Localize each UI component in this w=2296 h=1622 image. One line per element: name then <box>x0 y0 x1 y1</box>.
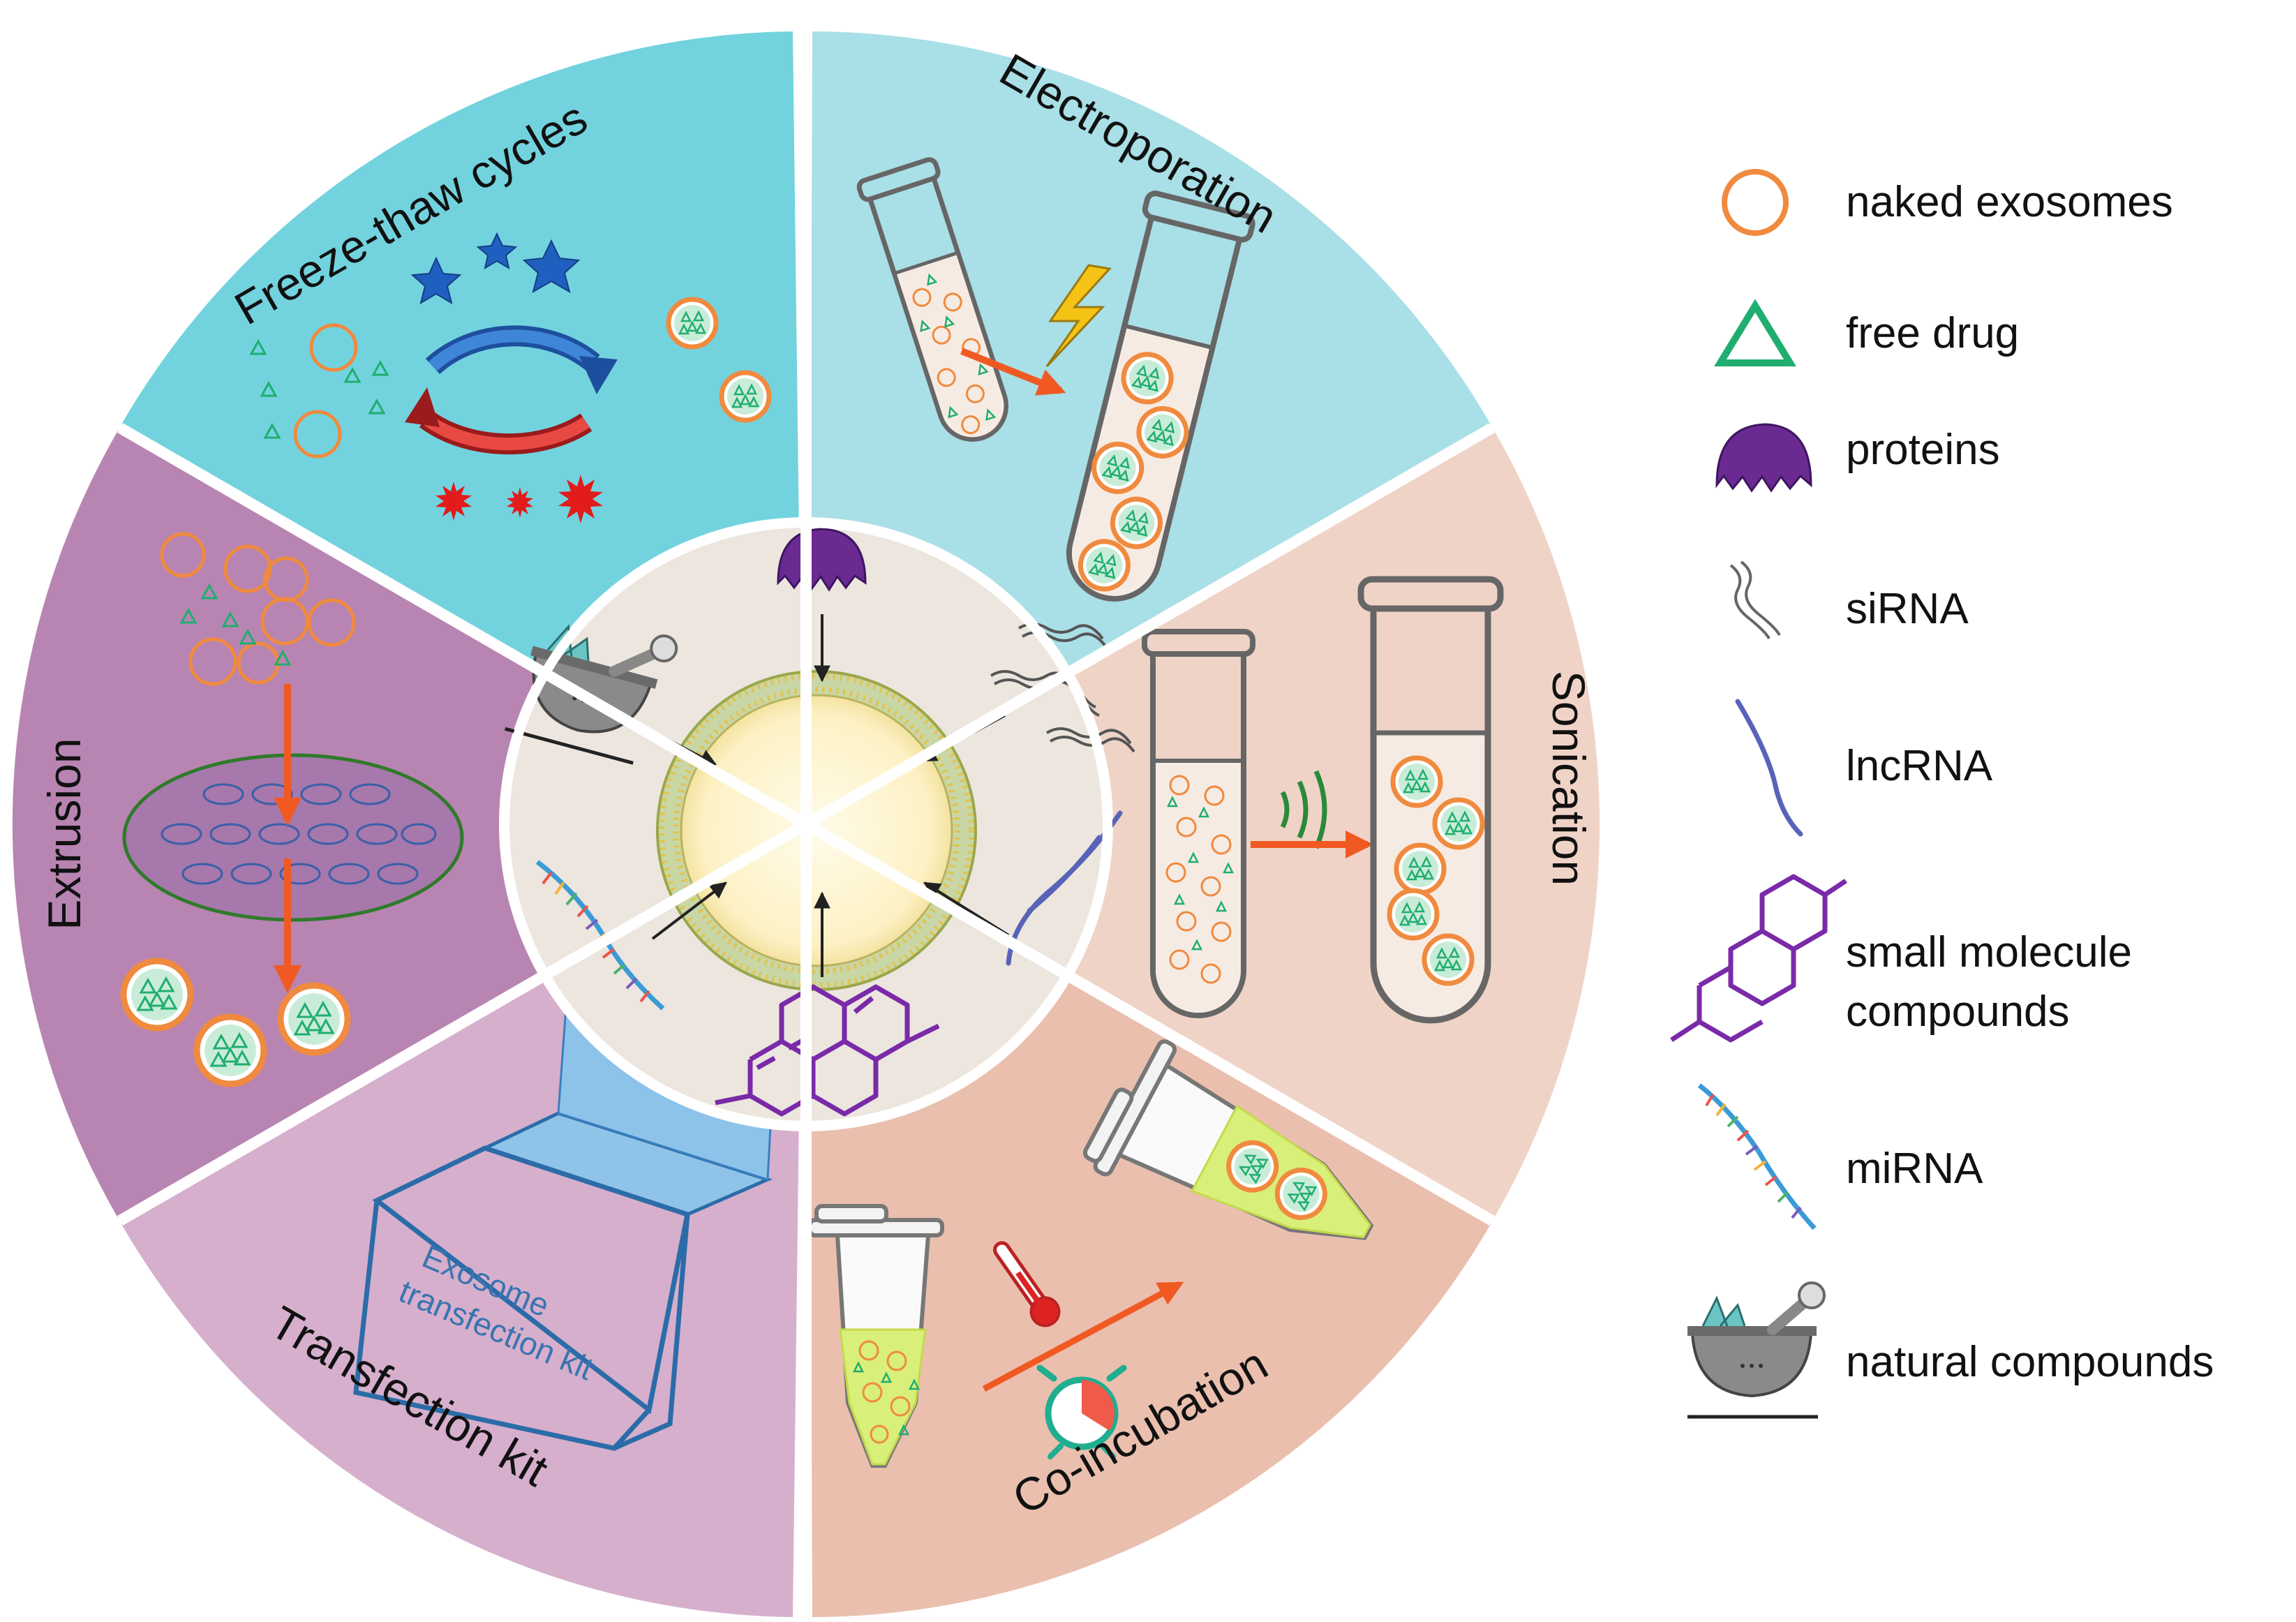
co-incubation-content <box>810 1039 1374 1468</box>
molecule-icon <box>715 984 940 1117</box>
legend-item-small-molecule: small molecule compounds <box>1670 874 2132 1043</box>
protein-icon <box>1715 423 1812 493</box>
legend-label: siRNA <box>1846 585 1969 633</box>
filter-membrane-icon <box>122 753 464 922</box>
legend-item-natural-compounds: natural compounds <box>1687 1281 2214 1419</box>
sonication-content <box>1142 576 1504 1024</box>
thermometer-icon <box>993 1241 1061 1327</box>
legend-label: naked exosomes <box>1846 178 2173 226</box>
circle-outline-icon <box>1722 169 1789 236</box>
eppendorf-tube-icon <box>1082 1039 1374 1240</box>
legend-label: proteins <box>1846 426 2000 474</box>
sector-separators <box>117 31 1496 1617</box>
legend-item-naked-exosomes: naked exosomes <box>1722 169 2173 236</box>
test-tube-icon <box>1357 576 1504 1024</box>
extrusion-content <box>122 532 464 1084</box>
sector-label-sonication: Sonication <box>1543 671 1595 886</box>
triangle-outline-icon <box>1714 299 1796 366</box>
legend-item-mirna: miRNA <box>1697 1083 1983 1230</box>
inward-arrows <box>613 614 1010 977</box>
blue-star-icon <box>410 232 581 305</box>
legend-label: free drug <box>1846 309 2019 357</box>
lncrna-icon <box>1735 699 1803 837</box>
electroporation-content <box>856 157 1255 602</box>
naked-exosome-icon <box>293 323 358 459</box>
freeze-thaw-content <box>250 232 769 523</box>
center-ring-border <box>500 518 1112 1131</box>
orange-arrow-icon <box>960 348 1066 396</box>
molecule-icon <box>1670 874 1847 1043</box>
test-tube-icon <box>856 157 1008 442</box>
legend-label-line2: compounds <box>1846 988 2070 1036</box>
red-sun-icon <box>435 475 603 523</box>
test-tube-icon <box>1066 191 1255 602</box>
legend-item-free-drug: free drug <box>1714 299 2019 366</box>
legend-label: miRNA <box>1846 1145 1983 1193</box>
sirna-icon <box>1729 560 1781 639</box>
legend-item-sirna: siRNA <box>1729 560 1969 639</box>
legend-item-proteins: proteins <box>1715 423 2000 493</box>
sound-wave-icon <box>1280 770 1327 849</box>
legend-label: natural compounds <box>1846 1338 2214 1386</box>
legend: naked exosomes free drug proteins siRNA … <box>1670 169 2214 1419</box>
protein-icon <box>777 528 867 592</box>
legend-label: lncRNA <box>1846 742 1993 790</box>
legend-label: small molecule <box>1846 928 2132 976</box>
eppendorf-tube-icon <box>810 1204 944 1468</box>
naked-exosome-icon <box>160 532 356 686</box>
test-tube-icon <box>1142 629 1255 1018</box>
mortar-icon <box>1687 1281 1826 1419</box>
alarm-clock-icon <box>1036 1364 1127 1459</box>
lightning-icon <box>1045 264 1112 368</box>
sector-label-extrusion: Extrusion <box>38 738 90 930</box>
legend-item-lncrna: lncRNA <box>1735 699 1993 837</box>
mirna-icon <box>1697 1083 1817 1230</box>
orange-arrow-icon <box>982 1281 1184 1392</box>
cycle-arrows-icon <box>405 325 618 455</box>
